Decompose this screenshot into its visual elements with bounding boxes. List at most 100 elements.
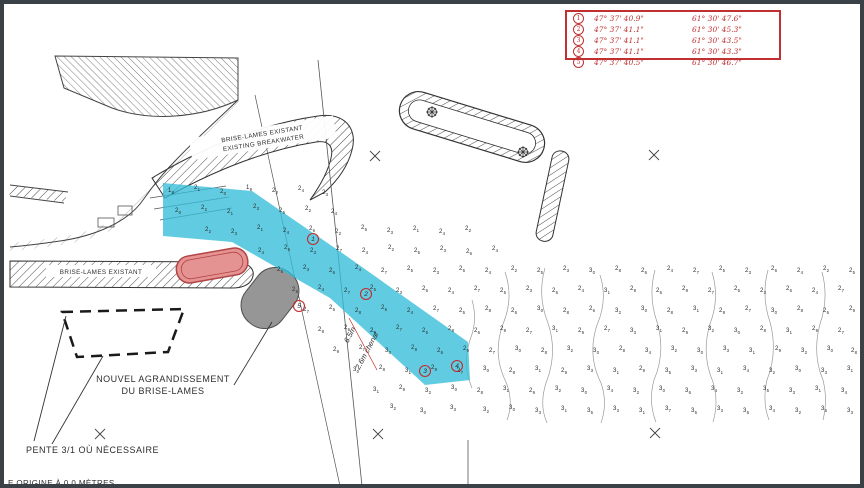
longitude-value: 61° 30' 43.5" <box>692 35 742 45</box>
depth-sounding: 35 <box>821 406 828 413</box>
depth-sounding: 26 <box>511 308 518 315</box>
depth-sounding: 27 <box>526 328 533 335</box>
depth-sounding: 28 <box>411 345 418 352</box>
depth-sounding: 29 <box>719 308 726 315</box>
longitude-value: 61° 30' 47.6" <box>692 13 742 23</box>
depth-sounding: 23 <box>231 229 238 236</box>
depth-sounding: 32 <box>737 388 744 395</box>
depth-sounding: 33 <box>630 328 637 335</box>
depth-sounding: 27 <box>433 306 440 313</box>
depth-sounding: 27 <box>604 326 611 333</box>
depth-sounding: 31 <box>604 288 611 295</box>
depth-sounding: 29 <box>682 328 689 335</box>
latitude-value: 47° 37' 40.5" <box>594 57 644 67</box>
depth-sounding: 21 <box>257 225 264 232</box>
depth-sounding: 28 <box>630 286 637 293</box>
depth-sounding: 33 <box>723 346 730 353</box>
depth-sounding: 22 <box>201 205 208 212</box>
latitude-value: 47° 37' 41.1" <box>594 24 644 34</box>
depth-sounding: 32 <box>795 408 802 415</box>
dashed-area <box>33 307 186 445</box>
depth-sounding: 33 <box>847 408 854 415</box>
depth-sounding: 26 <box>552 288 559 295</box>
depth-sounding: 20 <box>175 208 182 215</box>
depth-sounding: 29 <box>775 346 782 353</box>
depth-sounding: 22 <box>465 226 472 233</box>
depth-sounding: 25 <box>279 208 286 215</box>
depth-sounding: 31 <box>656 326 663 333</box>
depth-sounding: 33 <box>613 406 620 413</box>
depth-sounding: 25 <box>329 305 336 312</box>
leader-line <box>51 355 104 445</box>
depth-sounding: 33 <box>821 368 828 375</box>
depth-sounding: 32 <box>615 308 622 315</box>
depth-sounding: 28 <box>615 266 622 273</box>
depth-sounding: 32 <box>555 386 562 393</box>
depth-sounding: 23 <box>253 204 260 211</box>
depth-sounding: 33 <box>450 405 457 412</box>
depth-sounding: 30 <box>420 408 427 415</box>
depth-sounding: 29 <box>431 365 438 372</box>
depth-sounding: 29 <box>333 347 340 354</box>
depth-sounding: 30 <box>483 366 490 373</box>
point-marker-circle <box>306 232 320 246</box>
depth-sounding: 24 <box>331 209 338 216</box>
point-marker-number: 1 <box>311 236 315 243</box>
depth-sounding: 27 <box>344 288 351 295</box>
depth-sounding: 24 <box>283 228 290 235</box>
depth-sounding: 27 <box>474 286 481 293</box>
depth-sounding: 29 <box>370 328 377 335</box>
bottom-partial-label: E ORIGINE À 0.0 MÈTRES <box>8 479 115 484</box>
depth-sounding: 32 <box>483 407 490 414</box>
depth-sounding: 31 <box>561 406 568 413</box>
depth-sounding: 24 <box>362 248 369 255</box>
grid-cross-icon <box>648 149 660 161</box>
depth-sounding: 27 <box>336 246 343 253</box>
depth-sounding: 23 <box>303 265 310 272</box>
latitude-value: 47° 37' 41.1" <box>594 46 644 56</box>
depth-sounding: 29 <box>639 366 646 373</box>
depth-sounding: 26 <box>329 268 336 275</box>
slope-note-label: PENTE 3/1 OÙ NÉCESSAIRE <box>26 445 159 455</box>
depth-sounding: 23 <box>310 248 317 255</box>
depth-sounding: 28 <box>851 348 858 355</box>
depth-sounding: 28 <box>379 365 386 372</box>
grid-cross-icon <box>369 150 381 162</box>
depth-sounding: 26 <box>641 268 648 275</box>
left-wharf-hatch <box>9 185 67 202</box>
depth-sounding: 29 <box>682 286 689 293</box>
depth-sounding: 29 <box>578 328 585 335</box>
depth-sounding: 23 <box>563 266 570 273</box>
depth-sounding: 23 <box>433 268 440 275</box>
depth-sounding: 31 <box>693 306 700 313</box>
depth-sounding: 30 <box>451 385 458 392</box>
depth-sounding: 27 <box>359 345 366 352</box>
contour-lines <box>466 267 826 424</box>
leader-line <box>33 315 67 442</box>
depth-sounding: 25 <box>361 225 368 232</box>
depth-sounding: 23 <box>745 268 752 275</box>
grid-cross-icon <box>372 428 384 440</box>
depth-sounding: 24 <box>439 229 446 236</box>
depth-sounding: 19 <box>246 185 253 192</box>
depth-sounding: 23 <box>387 228 394 235</box>
depth-sounding: 23 <box>526 286 533 293</box>
depth-sounding: 29 <box>399 385 406 392</box>
depth-sounding: 33 <box>587 366 594 373</box>
depth-sounding: 30 <box>771 308 778 315</box>
point-marker-circle <box>450 359 464 373</box>
depth-sounding: 30 <box>827 346 834 353</box>
depth-sounding: 24 <box>258 248 265 255</box>
depth-sounding: 24 <box>492 246 499 253</box>
depth-sounding: 31 <box>639 408 646 415</box>
depth-sounding: 30 <box>659 386 666 393</box>
depth-sounding: 25 <box>500 288 507 295</box>
depth-sounding: 28 <box>760 326 767 333</box>
depth-sounding: 32 <box>567 346 574 353</box>
depth-sounding: 24 <box>318 285 325 292</box>
longitude-value: 61° 30' 46.7" <box>692 57 742 67</box>
depth-sounding: 28 <box>355 308 362 315</box>
depth-sounding: 34 <box>711 386 718 393</box>
depth-sounding: 28 <box>797 306 804 313</box>
